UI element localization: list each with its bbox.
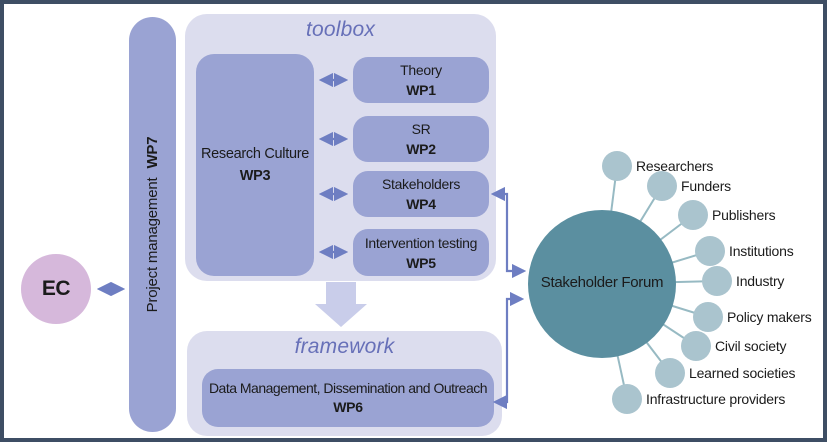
- industry-circle: [702, 266, 732, 296]
- wp6-label: Data Management, Dissemination and Outre…: [208, 380, 488, 396]
- project-management-label: Project management WP7: [129, 17, 176, 432]
- wp7-code: WP7: [144, 136, 161, 169]
- satellite-label-institutions: Institutions: [729, 243, 794, 259]
- toolbox-title: toolbox: [305, 18, 376, 41]
- wp3-label: Research Culture: [200, 146, 310, 162]
- ec-label: EC: [41, 277, 71, 300]
- toolbox-to-framework-arrow-icon: [315, 282, 367, 327]
- wp1-code: WP1: [406, 82, 436, 98]
- framework-title: framework: [294, 335, 395, 358]
- wp2-code: WP2: [406, 141, 436, 157]
- learned-societies-circle: [655, 358, 685, 388]
- satellite-label-researchers: Researchers: [636, 158, 714, 174]
- satellite-label-publishers: Publishers: [712, 207, 776, 223]
- policy-makers-circle: [693, 302, 723, 332]
- wp6-code: WP6: [333, 399, 363, 415]
- funders-circle: [647, 171, 677, 201]
- wp4-label: Stakeholders: [381, 176, 461, 192]
- ec-circle: EC: [21, 254, 91, 324]
- satellite-label-industry: Industry: [736, 273, 785, 289]
- wp5-label: Intervention testing: [364, 234, 478, 251]
- publishers-circle: [678, 200, 708, 230]
- satellite-label-infrastructure-providers: Infrastructure providers: [646, 391, 786, 407]
- wp1-label: Theory: [400, 62, 442, 78]
- satellite-label-learned-societies: Learned societies: [689, 365, 796, 381]
- satellite-label-policy-makers: Policy makers: [727, 309, 812, 325]
- wp4-code: WP4: [406, 196, 436, 212]
- stakeholder-forum-label: Stakeholder Forum: [540, 274, 664, 291]
- wp6-box: Data Management, Dissemination and Outre…: [202, 369, 494, 427]
- wp2-label: SR: [411, 121, 431, 137]
- wp5-code: WP5: [406, 254, 436, 271]
- wp3-box: Research Culture WP3: [196, 54, 314, 276]
- project-management-bar: Project management WP7: [129, 17, 176, 432]
- wp2-box: SR WP2: [353, 116, 489, 162]
- satellite-label-funders: Funders: [681, 178, 731, 194]
- researchers-circle: [602, 151, 632, 181]
- wp4-forum-connector-icon: [490, 186, 527, 279]
- institutions-circle: [695, 236, 725, 266]
- infrastructure-providers-circle: [612, 384, 642, 414]
- wp3-code: WP3: [239, 168, 271, 184]
- wp5-box: Intervention testing WP5: [353, 229, 489, 276]
- civil-society-circle: [681, 331, 711, 361]
- wp1-box: Theory WP1: [353, 57, 489, 103]
- wp4-box: Stakeholders WP4: [353, 171, 489, 217]
- satellite-label-civil-society: Civil society: [715, 338, 787, 354]
- project-management-text: Project management: [144, 177, 161, 313]
